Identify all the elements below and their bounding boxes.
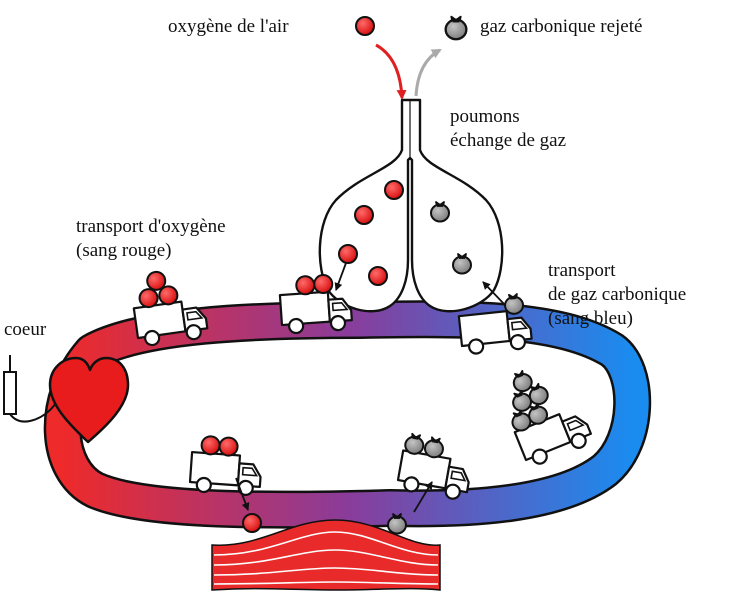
- oxygen-molecule-icon: [355, 16, 375, 36]
- oxygen-molecule-icon: [242, 513, 262, 533]
- oxygen-unloading-truck: [188, 434, 264, 497]
- heart-icon: [3, 355, 130, 444]
- co2-transport-label-line1: transport: [548, 260, 616, 281]
- co2-to-blood-arrow-icon: [413, 481, 433, 513]
- co2-bag-icon: [444, 15, 468, 41]
- co2-transport-label-line2: de gaz carbonique: [548, 284, 686, 305]
- oxygen-molecule-icon: [200, 434, 222, 456]
- exhale-arrow-icon: [414, 48, 442, 97]
- co2-bag-icon: [509, 368, 536, 395]
- oxygen-molecule-icon: [338, 244, 358, 264]
- oxygen-air-label: oxygène de l'air: [168, 16, 289, 37]
- oxygen-transport-label-line1: transport d'oxygène: [76, 216, 226, 237]
- oxygen-molecule-icon: [368, 266, 388, 286]
- oxygen-to-muscle-arrow-icon: [235, 477, 250, 511]
- oxygen-molecule-icon: [312, 273, 334, 295]
- blood-loop: [46, 302, 649, 527]
- heart-label: coeur: [4, 319, 47, 340]
- lungs-label-line1: poumons: [450, 106, 520, 127]
- co2-bag-icon: [502, 292, 525, 316]
- inhale-arrow-icon: [375, 43, 407, 100]
- oxygen-to-blood-arrow-icon: [334, 262, 347, 291]
- co2-rejected-label: gaz carbonique rejeté: [480, 16, 642, 37]
- oxygen-molecule-icon: [384, 180, 404, 200]
- oxygen-truck: [132, 269, 210, 349]
- co2-to-lungs-arrow-icon: [482, 281, 506, 306]
- muscle-icon: [211, 519, 441, 591]
- oxygen-molecule-icon: [294, 274, 316, 296]
- co2-transport-label-line3: (sang bleu): [548, 308, 633, 329]
- lungs-label-line2: échange de gaz: [450, 130, 566, 151]
- oxygen-molecule-icon: [217, 435, 240, 458]
- oxygen-transport-label-line2: (sang rouge): [76, 240, 172, 261]
- co2-truck-right: [507, 368, 596, 470]
- oxygen-molecule-icon: [354, 205, 374, 225]
- truck-icon: [188, 450, 264, 497]
